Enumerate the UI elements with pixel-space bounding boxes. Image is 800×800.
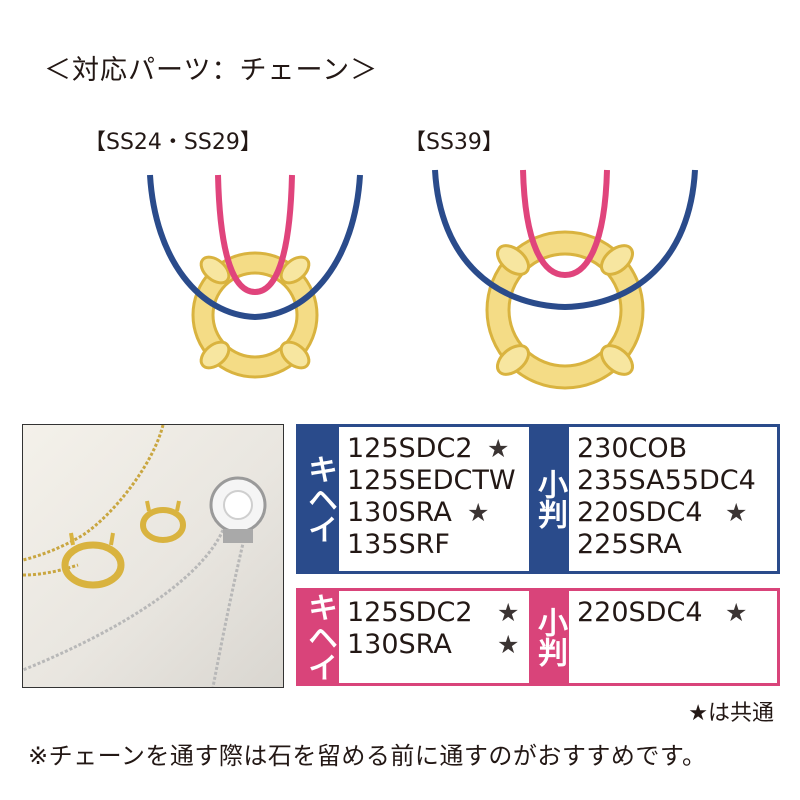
star-icon: ★ bbox=[497, 598, 520, 627]
part-item: 225SRA bbox=[577, 529, 682, 560]
part-list-koban: 220SDC4★ bbox=[569, 591, 777, 683]
prong bbox=[199, 255, 231, 285]
header-text: 小判 bbox=[532, 607, 567, 667]
prong bbox=[199, 340, 231, 370]
product-photo bbox=[22, 424, 284, 688]
prong bbox=[600, 344, 634, 376]
table-header-kihei: キヘイ bbox=[299, 591, 339, 683]
part-list-kihei: 125SDC2★ 125SEDCTW 130SRA★ 135SRF bbox=[339, 427, 529, 571]
header-text: キヘイ bbox=[302, 592, 337, 682]
prong bbox=[279, 255, 311, 285]
header-text: 小判 bbox=[532, 469, 567, 529]
part-list-koban: 230COB 235SA55DC4 220SDC4★ 225SRA bbox=[569, 427, 777, 571]
part-item: 230COB bbox=[577, 433, 688, 464]
compatibility-table-pink: キヘイ 125SDC2★ 130SRA★ 小判 220SDC4★ bbox=[296, 588, 780, 686]
table-header-koban: 小判 bbox=[529, 591, 569, 683]
star-icon: ★ bbox=[467, 498, 490, 527]
table-header-koban: 小判 bbox=[529, 427, 569, 571]
setting-diagram-large bbox=[432, 169, 698, 390]
part-item: 130SRA★ bbox=[347, 497, 490, 528]
prong bbox=[496, 344, 530, 376]
prong bbox=[600, 244, 634, 276]
gold-chain bbox=[23, 563, 79, 577]
compatibility-table-blue: キヘイ 125SDC2★ 125SEDCTW 130SRA★ 135SRF 小判… bbox=[296, 424, 780, 574]
prong bbox=[279, 340, 311, 370]
star-icon: ★ bbox=[725, 498, 748, 527]
part-item: 130SRA★ bbox=[347, 629, 520, 660]
silver-chain bbox=[211, 534, 247, 687]
prong bbox=[496, 244, 530, 276]
chain-pink bbox=[215, 174, 295, 296]
part-list-kihei: 125SDC2★ 130SRA★ bbox=[339, 591, 529, 683]
part-item: 235SA55DC4 bbox=[577, 465, 756, 496]
part-item: 220SDC4★ bbox=[577, 497, 748, 528]
setting-diagram-small bbox=[147, 174, 363, 379]
part-item: 125SDC2★ bbox=[347, 597, 520, 628]
silver-setting bbox=[223, 529, 253, 543]
gold-chain bbox=[23, 425, 165, 562]
silver-chain bbox=[23, 529, 225, 672]
star-icon: ★ bbox=[487, 434, 510, 463]
chain-blue bbox=[432, 169, 698, 311]
star-legend: ★は共通 bbox=[688, 701, 774, 726]
part-item: 125SDC2★ bbox=[347, 433, 510, 464]
chain-blue bbox=[147, 174, 363, 321]
gold-setting bbox=[61, 541, 125, 589]
part-item: 220SDC4★ bbox=[577, 597, 748, 628]
star-icon: ★ bbox=[497, 630, 520, 659]
diagram-label-ss39: 【SS39】 bbox=[404, 130, 504, 155]
chain-pink bbox=[520, 169, 610, 279]
diagram-label-ss24-ss29: 【SS24・SS29】 bbox=[84, 130, 262, 155]
part-item: 135SRF bbox=[347, 529, 450, 560]
footnote: ※チェーンを通す際は石を留める前に通すのがおすすめです。 bbox=[28, 742, 707, 770]
star-icon: ★ bbox=[725, 598, 748, 627]
page-title: ＜対応パーツ：チェーン＞ bbox=[44, 55, 379, 86]
product-photo-illustration bbox=[23, 425, 267, 687]
header-text: キヘイ bbox=[302, 454, 337, 544]
gold-setting bbox=[140, 507, 186, 543]
table-header-kihei: キヘイ bbox=[299, 427, 339, 571]
part-item: 125SEDCTW bbox=[347, 465, 516, 496]
